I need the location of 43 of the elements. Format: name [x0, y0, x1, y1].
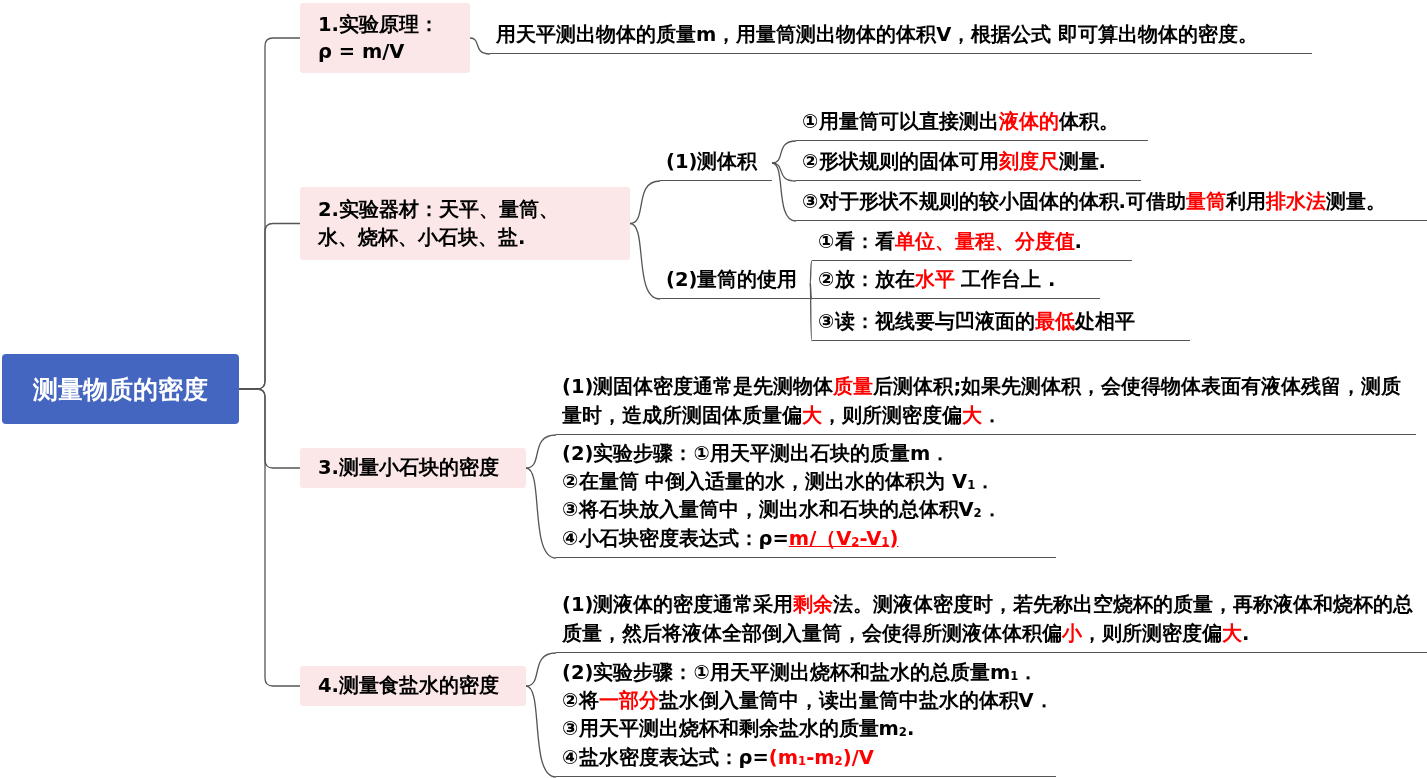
branch-text-node — [490, 20, 1312, 54]
branch-text-node — [796, 107, 1148, 141]
connector-line — [809, 260, 813, 284]
connector-line — [525, 685, 557, 778]
topic-box — [300, 448, 526, 488]
connector-line — [629, 222, 661, 300]
connector-line — [469, 37, 491, 55]
branch-text: ②形状规则的固体可用刻度尺测量. — [802, 148, 1107, 175]
connector-line — [771, 162, 797, 182]
connector-line — [629, 180, 661, 225]
connector-line — [525, 434, 557, 469]
branch-text: ①用量筒可以直接测出液体的体积。 — [802, 108, 1120, 135]
topic-label: 4.测量食盐水的密度 — [318, 673, 500, 700]
branch-text: (1)测固体密度通常是先测物体质量后测体积;如果先测体积，会使得物体表面有液体残留，测质量时，造成所测固体质量偏大，则所测密度偏大． — [562, 374, 1403, 429]
connector-line — [771, 162, 797, 222]
topic-label: 3.测量小石块的密度 — [318, 455, 500, 482]
connector-line — [809, 281, 813, 342]
topic-label: 1.实验原理： — [318, 11, 440, 38]
branch-text-node — [660, 266, 810, 299]
branch-text: (2)量筒的使用 — [666, 266, 799, 293]
topic-box — [300, 666, 526, 706]
topic-box — [300, 187, 630, 260]
connector-line — [525, 467, 557, 559]
branch-text-node — [556, 444, 1056, 558]
branch-text: (1)测液体的密度通常采用剩余法。测液体密度时，若先称出空烧杯的质量，再称液体和烧杯的总质量，然后将液体全部倒入量筒，会使得所测液体体积偏小，则所测密度偏大. — [562, 592, 1415, 647]
branch-text: (1)测体积 — [666, 148, 759, 175]
topic-label: 2.实验器材：天平、量筒、水、烧杯、小石块、盐. — [318, 197, 560, 251]
branch-text: (2)实验步骤：①用天平测出石块的质量m． — [562, 440, 952, 467]
branch-text-node — [556, 662, 1056, 777]
branch-text: ①看：看单位、量程、分度值. — [818, 228, 1083, 255]
branch-text: ρ = m/V — [318, 39, 406, 65]
branch-text: ③读：视线要与凹液面的最低处相平 — [818, 308, 1136, 335]
branch-text: ③对于形状不规则的较小固体的体积.可借助量筒利用排水法测量。 — [802, 188, 1387, 215]
branch-text: ②将一部分盐水倒入量筒中，读出量筒中盐水的体积V． — [562, 688, 1052, 715]
central-topic-box — [2, 354, 239, 424]
branch-text: ②放：放在水平 工作台上 . — [818, 266, 1057, 293]
title-text: 测量物质的密度 — [33, 373, 208, 406]
connector-line — [525, 652, 557, 687]
connector-line — [771, 140, 797, 164]
branch-text-node — [812, 266, 1100, 299]
topic-box — [300, 3, 470, 73]
connector-line — [809, 281, 813, 300]
branch-text: 用天平测出物体的质量m，用量筒测出物体的体积V，根据公式 即可算出物体的密度。 — [496, 21, 1260, 48]
